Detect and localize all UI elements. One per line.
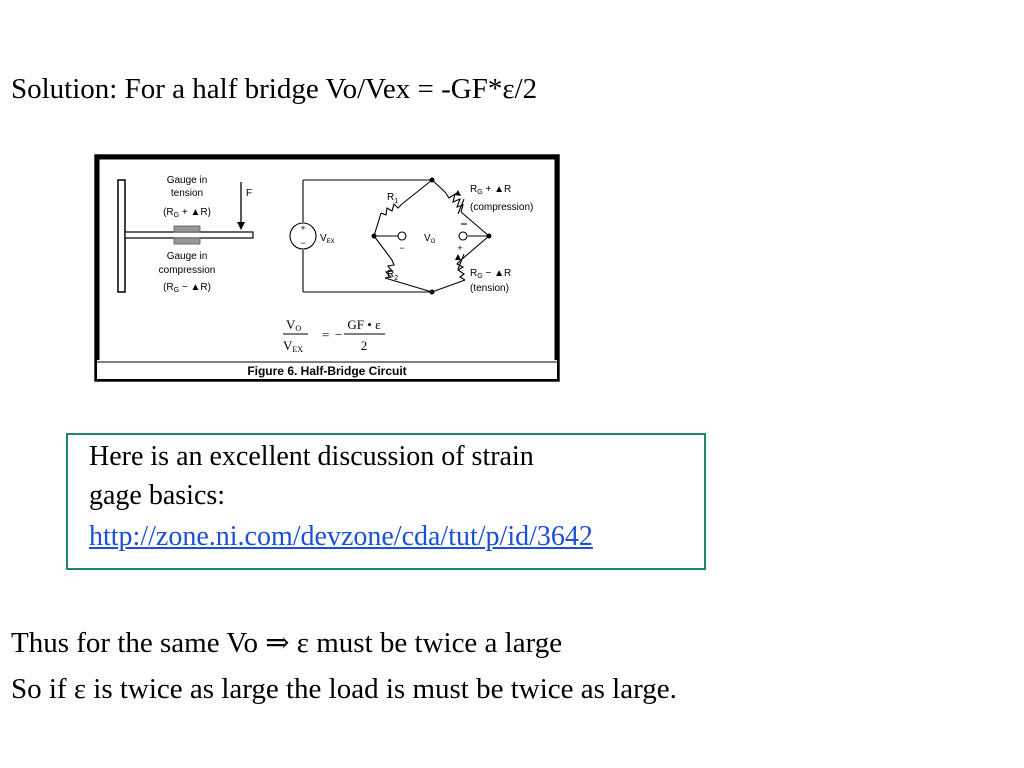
vex-label: VEX [320, 233, 335, 245]
svg-text:GF • ε: GF • ε [347, 317, 381, 332]
reference-box: Here is an excellent discussion of strai… [66, 433, 706, 570]
conclusion-line-2: So if ε is twice as large the load is mu… [11, 673, 677, 705]
gauge-compression-label: Gauge in compression (RG − ▲R) [159, 251, 216, 294]
reference-text-line-1: Here is an excellent discussion of strai… [89, 441, 534, 472]
figure-caption: Figure 6. Half-Bridge Circuit [247, 364, 406, 378]
svg-text:−: − [335, 327, 342, 342]
reference-text-line-2: gage basics: [89, 480, 226, 511]
svg-text:=: = [322, 327, 329, 342]
compression-label: (compression) [470, 202, 533, 213]
svg-text:VO: VO [286, 317, 301, 333]
solution-heading: Solution: For a half bridge Vo/Vex = -GF… [11, 73, 538, 105]
source-minus: − [300, 238, 305, 248]
bridge-equation: VO VEX = − GF • ε 2 [283, 317, 385, 354]
circuit-nodes [371, 177, 492, 295]
svg-text:2: 2 [361, 338, 368, 353]
svg-text:tension: tension [171, 188, 203, 199]
bridge-circuit [289, 179, 490, 293]
excitation-source [289, 222, 317, 250]
tension-label: (tension) [470, 283, 509, 294]
vo-label: VO [424, 233, 436, 245]
vo-plus: + [457, 243, 462, 253]
rg-minus-label: RG − ▲R [470, 268, 511, 280]
r2-label: R2 [387, 269, 398, 282]
half-bridge-figure: Figure 6. Half-Bridge Circuit F Gauge in… [94, 154, 560, 382]
cantilever-beam [117, 179, 254, 293]
gauge-tension-label: Gauge in tension (RG + ▲R) [163, 175, 211, 219]
svg-text:Gauge in: Gauge in [167, 175, 208, 186]
svg-text:VEX: VEX [283, 338, 303, 354]
reference-link[interactable]: http://zone.ni.com/devzone/cda/tut/p/id/… [89, 521, 593, 552]
svg-text:compression: compression [159, 265, 216, 276]
svg-text:(RG + ▲R): (RG + ▲R) [163, 207, 211, 219]
svg-text:Gauge in: Gauge in [167, 251, 208, 262]
svg-text:(RG − ▲R): (RG − ▲R) [163, 282, 211, 294]
r1-label: R1 [387, 192, 398, 205]
rg-plus-label: RG + ▲R [470, 184, 511, 196]
compression-gauge [173, 237, 201, 245]
vo-minus: − [399, 243, 404, 253]
source-plus: + [300, 223, 305, 233]
force-label: F [246, 188, 252, 199]
tension-gauge [173, 225, 201, 233]
conclusion-line-1: Thus for the same Vo ⇒ ε must be twice a… [11, 627, 563, 659]
